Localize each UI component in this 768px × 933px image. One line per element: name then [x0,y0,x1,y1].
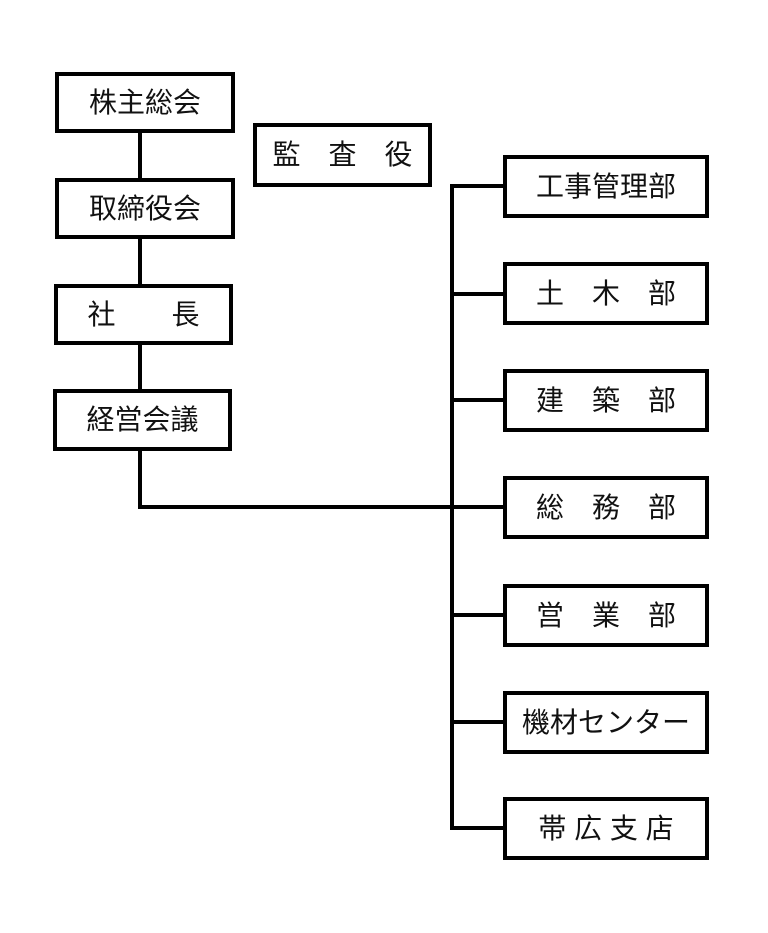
org-box-civil-engineering-dept: 土 木 部 [503,262,709,325]
connector-stub-civil-engineering [450,292,508,296]
connector-management-to-departments [138,505,508,509]
connector-stub-architecture [450,398,508,402]
org-box-label: 帯 広 支 店 [538,812,674,844]
org-box-label: 建 築 部 [535,384,676,416]
connector-stub-construction-management [450,184,508,188]
connector-shareholders-to-board [138,133,142,178]
org-box-label: 総 務 部 [535,491,676,523]
connector-president-to-management [138,345,142,389]
org-box-obihiro-branch: 帯 広 支 店 [503,797,709,860]
org-box-label: 機材センター [521,706,690,738]
connector-stub-equipment-center [450,720,508,724]
org-box-architecture-dept: 建 築 部 [503,369,709,432]
org-box-label: 工事管理部 [535,170,676,202]
org-box-president: 社 長 [54,284,233,345]
org-box-sales-dept: 営 業 部 [503,584,709,647]
org-box-label: 土 木 部 [535,277,676,309]
org-box-label: 営 業 部 [535,599,676,631]
org-box-label: 経営会議 [86,404,199,435]
connector-department-trunk [450,184,454,830]
connector-board-to-president [138,239,142,284]
connector-stub-sales [450,613,508,617]
org-box-label: 取締役会 [88,192,201,224]
org-box-shareholders-meeting: 株主総会 [55,72,235,133]
org-box-auditor: 監 査 役 [253,123,432,187]
connector-management-drop [138,450,142,509]
org-box-construction-management-dept: 工事管理部 [503,155,709,218]
connector-stub-obihiro-branch [450,826,508,830]
org-box-board-of-directors: 取締役会 [55,178,235,239]
org-box-equipment-center: 機材センター [503,691,709,754]
org-box-management-council: 経営会議 [53,389,232,451]
org-box-general-affairs-dept: 総 務 部 [503,476,709,539]
org-box-label: 社 長 [87,298,200,330]
org-box-label: 株主総会 [88,86,201,118]
org-box-label: 監 査 役 [272,139,413,170]
